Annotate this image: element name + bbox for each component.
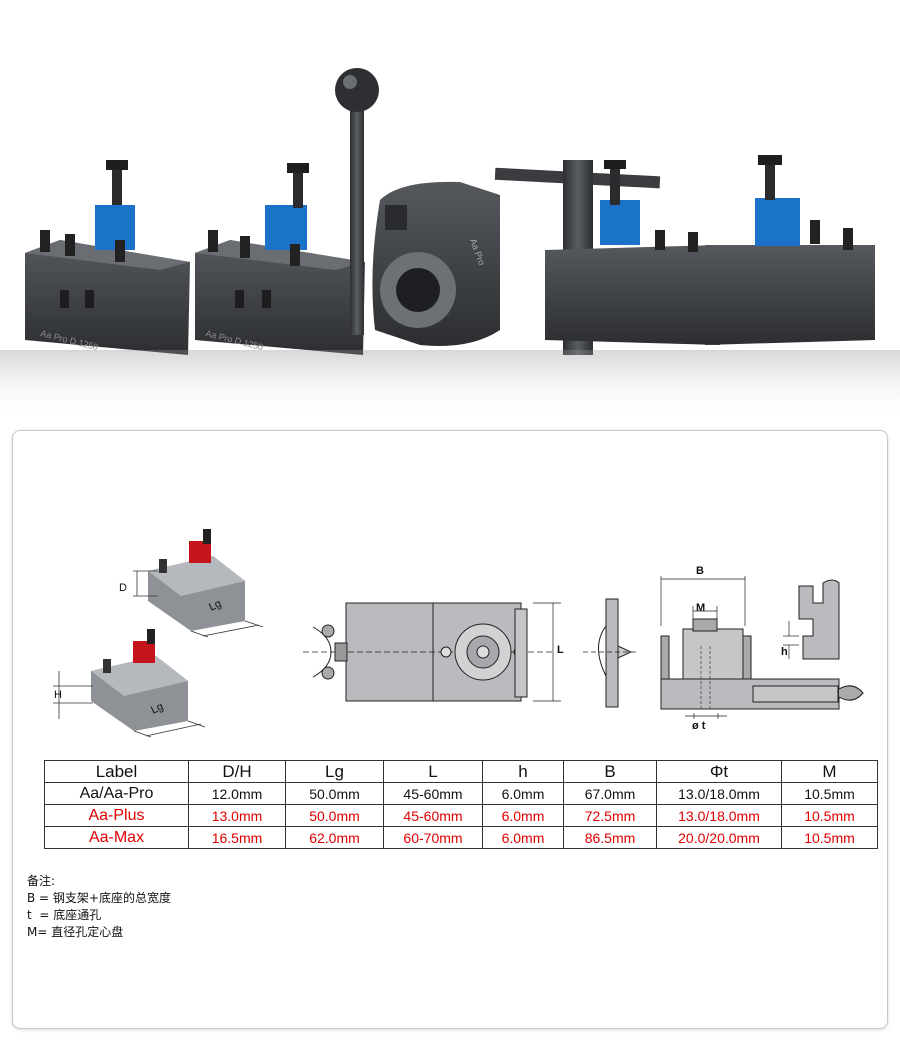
col-header-h: h <box>482 760 564 783</box>
col-header-l: L <box>383 760 483 783</box>
table-cell: 6.0mm <box>482 826 564 849</box>
profile-view-drawing <box>783 579 840 660</box>
note-line-m: M= 直径孔定心盘 <box>27 925 124 939</box>
col-header-b: B <box>563 760 657 783</box>
top-view-drawing <box>303 602 561 702</box>
lever-handle <box>335 68 379 335</box>
iso-holder-d: D Lg <box>119 529 264 638</box>
dim-label-t: ø t <box>692 720 706 732</box>
table-cell: 86.5mm <box>563 826 657 849</box>
table-cell: 67.0mm <box>563 782 657 805</box>
notes-title: 备注: <box>27 874 56 888</box>
spec-table: Label D/H Lg L h B Φt M Aa/Aa-Pro 12.0mm… <box>44 760 878 849</box>
front-view-drawing <box>660 576 864 719</box>
table-cell: 20.0/20.0mm <box>656 826 782 849</box>
table-cell: 6.0mm <box>482 782 564 805</box>
dim-label-l: L <box>557 644 564 656</box>
dim-label-lg-2: Lg <box>149 701 165 717</box>
table-cell: Aa/Aa-Pro <box>44 782 189 805</box>
product-photo: Aa Pro D 1250 Aa Pro D 1250 Aa Pro <box>0 68 900 420</box>
tool-holder-4 <box>705 155 875 345</box>
tool-holder-1: Aa Pro D 1250 <box>25 160 190 355</box>
table-cell: 10.5mm <box>781 782 878 805</box>
side-view-drawing <box>583 598 638 708</box>
iso-holder-h: H Lg <box>53 629 206 738</box>
table-cell: 45-60mm <box>383 804 483 827</box>
col-header-m: M <box>781 760 878 783</box>
table-cell: 62.0mm <box>285 826 384 849</box>
dim-label-d: D <box>119 582 127 594</box>
col-header-lg: Lg <box>285 760 384 783</box>
dim-label-m: M <box>696 602 705 614</box>
table-cell: 45-60mm <box>383 782 483 805</box>
table-header-row: Label D/H Lg L h B Φt M <box>44 760 878 783</box>
table-cell: 13.0/18.0mm <box>656 804 782 827</box>
tool-holder-3 <box>545 160 720 345</box>
table-cell: 6.0mm <box>482 804 564 827</box>
table-cell: 13.0/18.0mm <box>656 782 782 805</box>
note-line-t: t = 底座通孔 <box>27 908 102 922</box>
tool-post: Aa Pro <box>372 181 500 346</box>
spec-card: D Lg H Lg <box>12 430 888 1029</box>
table-cell: 12.0mm <box>188 782 286 805</box>
table-cell: Aa-Plus <box>44 804 189 827</box>
table-cell: 16.5mm <box>188 826 286 849</box>
table-row: Aa-Max 16.5mm 62.0mm 60-70mm 6.0mm 86.5m… <box>44 826 878 849</box>
table-row: Aa/Aa-Pro 12.0mm 50.0mm 45-60mm 6.0mm 67… <box>44 782 878 805</box>
col-header-label: Label <box>44 760 189 783</box>
note-line-b: B = 钢支架+底座的总宽度 <box>27 891 171 905</box>
table-row: Aa-Plus 13.0mm 50.0mm 45-60mm 6.0mm 72.5… <box>44 804 878 827</box>
dim-label-lg-1: Lg <box>207 598 223 614</box>
col-header-phi-t: Φt <box>656 760 782 783</box>
table-cell: Aa-Max <box>44 826 189 849</box>
table-cell: 50.0mm <box>285 804 384 827</box>
notes: 备注: B = 钢支架+底座的总宽度 t = 底座通孔 M= 直径孔定心盘 <box>27 873 171 941</box>
table-cell: 10.5mm <box>781 826 878 849</box>
dim-label-h-small: h <box>781 646 788 658</box>
table-cell: 50.0mm <box>285 782 384 805</box>
dimension-diagram: D Lg H Lg <box>53 529 864 738</box>
dim-label-h: H <box>54 689 62 701</box>
col-header-d-h: D/H <box>188 760 286 783</box>
table-cell: 13.0mm <box>188 804 286 827</box>
table-cell: 10.5mm <box>781 804 878 827</box>
table-cell: 60-70mm <box>383 826 483 849</box>
dim-label-b: B <box>696 565 704 577</box>
table-cell: 72.5mm <box>563 804 657 827</box>
tool-holder-2: Aa Pro D 1250 <box>195 163 365 355</box>
